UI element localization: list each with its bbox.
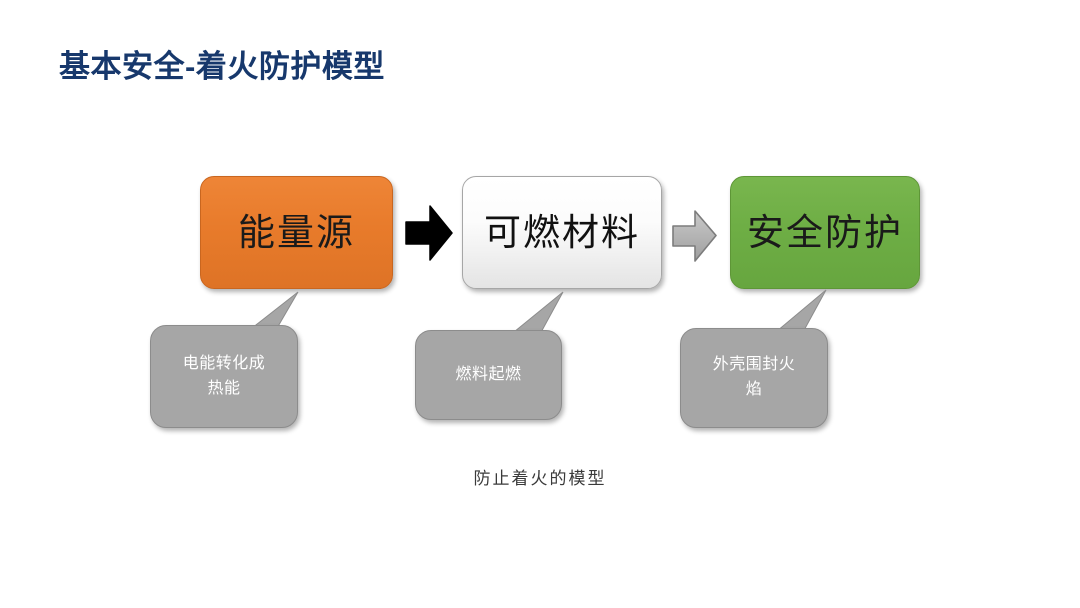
callout-combustible-material-text: 燃料起燃 (416, 363, 561, 388)
flow-box-energy-source-label: 能量源 (238, 212, 355, 253)
flow-box-energy-source[interactable]: 能量源 (200, 176, 393, 289)
right-arrow-icon (670, 207, 720, 270)
callout-line: 焰 (745, 381, 763, 398)
flow-box-safety-protection-label: 安全防护 (747, 212, 903, 253)
flow-box-combustible-material-label: 可燃材料 (484, 212, 640, 253)
flow-box-combustible-material[interactable]: 可燃材料 (462, 176, 662, 289)
callout-combustible-material-body: 燃料起燃 (415, 330, 562, 420)
callout-energy-source-body: 电能转化成 热能 (150, 325, 298, 428)
right-arrow-icon (404, 202, 454, 269)
diagram-caption: 防止着火的模型 (473, 469, 607, 488)
callout-safety-protection[interactable]: 外壳围封火 焰 (680, 289, 860, 435)
callout-combustible-material[interactable]: 燃料起燃 (415, 291, 595, 432)
callout-energy-source[interactable]: 电能转化成 热能 (150, 290, 330, 435)
page-title: 基本安全-着火防护模型 (59, 49, 385, 84)
callout-safety-protection-text: 外壳围封火 焰 (681, 353, 827, 403)
callout-line: 热能 (207, 379, 241, 397)
callout-line: 外壳围封火 (712, 356, 796, 374)
callout-safety-protection-body: 外壳围封火 焰 (680, 328, 828, 428)
callout-energy-source-text: 电能转化成 热能 (151, 352, 297, 402)
flow-box-safety-protection[interactable]: 安全防护 (730, 176, 920, 289)
callout-line: 电能转化成 (182, 354, 266, 372)
callout-line: 燃料起燃 (455, 365, 522, 383)
